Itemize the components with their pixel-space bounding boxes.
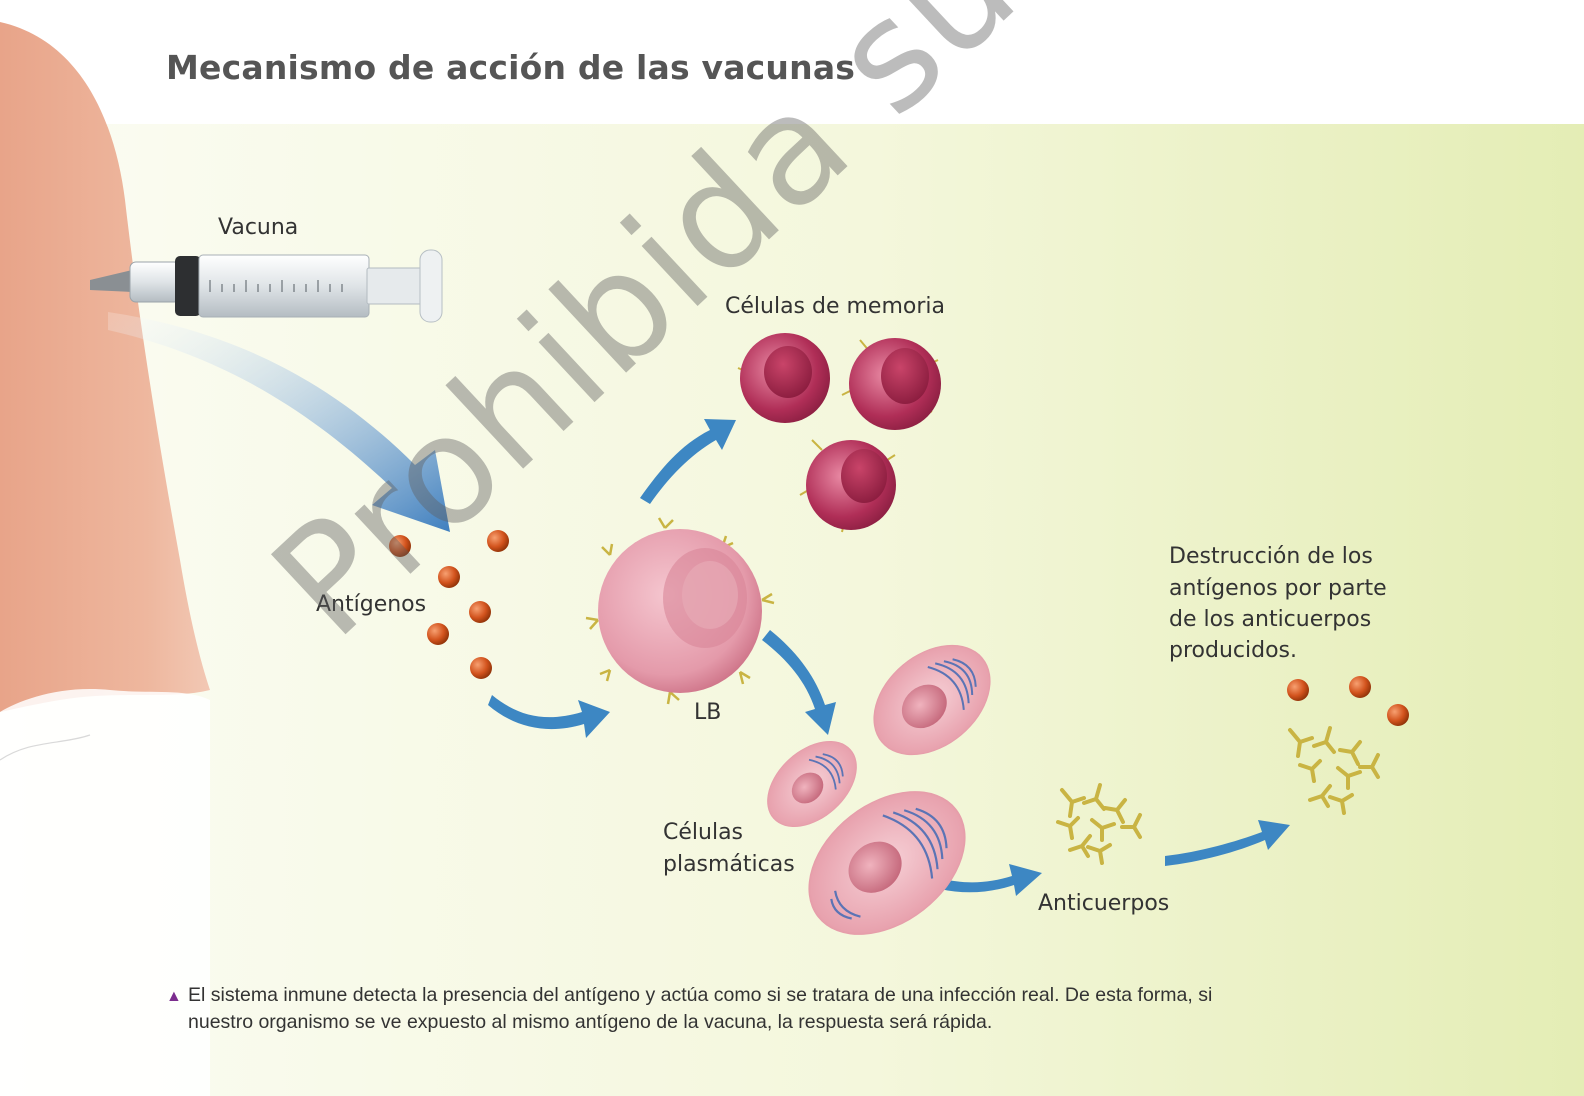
shirt bbox=[0, 689, 210, 1096]
injection-to-antigens-arrow bbox=[108, 312, 450, 532]
process-arrows bbox=[488, 419, 1290, 896]
label-destruction-line1: Destrucción de los bbox=[1169, 544, 1373, 569]
label-plasma-cells-line2: plasmáticas bbox=[663, 852, 795, 877]
plasma-cell bbox=[767, 740, 857, 828]
plasma-to-antibodies-arrow bbox=[936, 864, 1042, 896]
label-memory-cells: Células de memoria bbox=[725, 294, 945, 319]
label-antigenos: Antígenos bbox=[316, 592, 427, 617]
label-destruction-line3: de los anticuerpos bbox=[1169, 607, 1372, 632]
label-plasma-cells-line1: Células bbox=[663, 820, 744, 845]
plasma-cell bbox=[808, 791, 966, 935]
plasma-cells bbox=[767, 644, 991, 935]
label-destruction-line2: antígenos por parte bbox=[1169, 576, 1387, 601]
lb-to-memory-arrow bbox=[640, 419, 736, 504]
destruction-antibodies bbox=[1288, 726, 1380, 815]
diagram-title: Mecanismo de acción de las vacunas bbox=[166, 48, 856, 87]
memory-cell bbox=[737, 333, 830, 423]
antibodies bbox=[1056, 783, 1142, 865]
b-lymphocyte bbox=[585, 517, 775, 705]
label-vacuna: Vacuna bbox=[218, 215, 299, 240]
caption-text: El sistema inmune detecta la presencia d… bbox=[188, 984, 1213, 1033]
antigens bbox=[389, 530, 509, 679]
antigens-to-lb-arrow bbox=[488, 695, 610, 738]
plasma-cell bbox=[873, 644, 991, 756]
label-lb: LB bbox=[694, 700, 722, 725]
label-destruction-line4: producidos. bbox=[1169, 638, 1297, 663]
memory-cells bbox=[737, 333, 941, 533]
lb-to-plasma-arrow bbox=[762, 630, 836, 735]
memory-cell bbox=[841, 338, 941, 430]
label-antibodies: Anticuerpos bbox=[1038, 891, 1170, 916]
figure-caption: ▲ El sistema inmune detecta la presencia… bbox=[166, 982, 1226, 1036]
arm bbox=[0, 22, 210, 712]
antibodies-to-destruction-arrow bbox=[1165, 820, 1290, 866]
memory-cell bbox=[799, 439, 896, 533]
triangle-up-icon: ▲ bbox=[166, 988, 182, 1005]
syringe-icon bbox=[90, 249, 443, 323]
destroyed-antigens bbox=[1287, 676, 1409, 726]
